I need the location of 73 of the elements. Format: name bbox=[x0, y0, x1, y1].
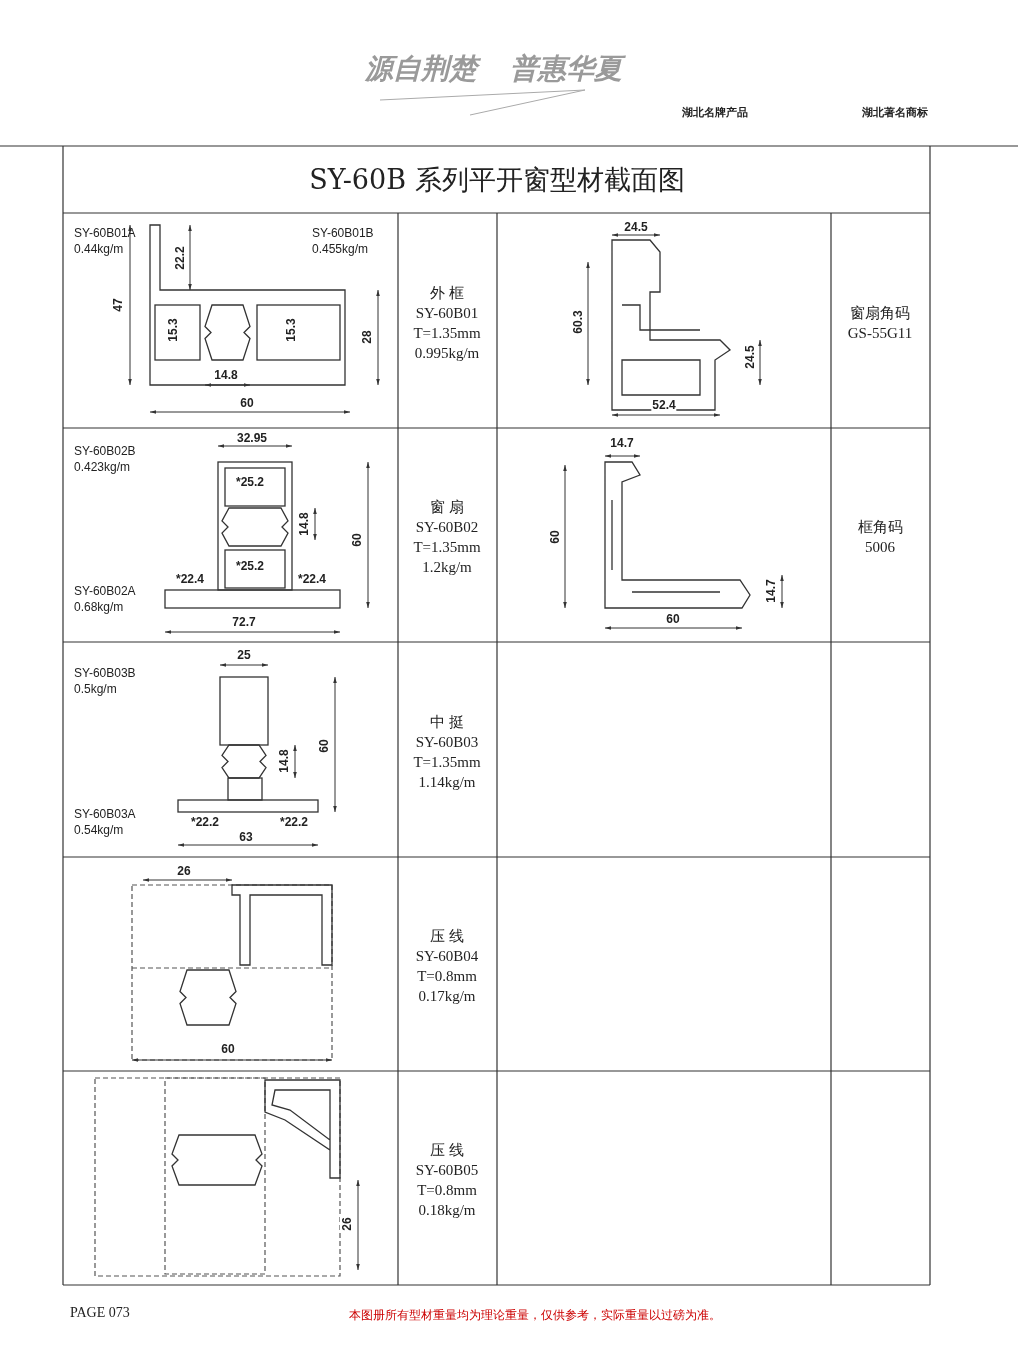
model-number: SY-60B05 bbox=[415, 1162, 479, 1179]
dimension-value: 24.5 bbox=[743, 344, 757, 370]
award-caption: 湖北名牌产品 bbox=[682, 105, 748, 120]
dimension-value: 63 bbox=[238, 830, 254, 844]
weight-per-meter: 0.455kg/m bbox=[312, 242, 369, 256]
dimension-value: 32.95 bbox=[236, 431, 268, 445]
dimension-value: *22.4 bbox=[175, 572, 205, 586]
model-number: SY-60B02A bbox=[74, 584, 136, 598]
dimension-value: *25.2 bbox=[235, 559, 265, 573]
model-number: SY-60B03B bbox=[74, 666, 136, 680]
dimension-value: 22.2 bbox=[173, 245, 187, 271]
dimension-value: 60 bbox=[317, 738, 331, 754]
dimension-value: 60 bbox=[220, 1042, 236, 1056]
dimension-value: 52.4 bbox=[651, 398, 677, 412]
wall-thickness: T=0.8mm bbox=[417, 968, 477, 985]
weight-per-meter: 0.54kg/m bbox=[74, 823, 124, 837]
weight-per-meter: 0.995kg/m bbox=[414, 345, 480, 362]
wall-thickness: T=1.35mm bbox=[413, 754, 481, 771]
dimension-value: 60 bbox=[548, 529, 562, 545]
wall-thickness: T=1.35mm bbox=[413, 539, 481, 556]
weight-per-meter: 0.5kg/m bbox=[74, 682, 117, 696]
part-name: 窗扇角码 bbox=[850, 304, 910, 323]
model-number: SY-60B03 bbox=[415, 734, 479, 751]
dimension-value: *22.4 bbox=[297, 572, 327, 586]
page-number: PAGE 073 bbox=[70, 1305, 130, 1321]
model-number: SY-60B01B bbox=[312, 226, 374, 240]
dimension-value: 26 bbox=[340, 1216, 354, 1232]
model-number: SY-60B04 bbox=[415, 948, 479, 965]
footnote: 本图册所有型材重量均为理论重量，仅供参考，实际重量以过磅为准。 bbox=[349, 1307, 721, 1324]
model-number: SY-60B02B bbox=[74, 444, 136, 458]
dimension-value: 14.8 bbox=[277, 748, 291, 774]
weight-per-meter: 0.17kg/m bbox=[418, 988, 476, 1005]
weight-per-meter: 1.2kg/m bbox=[422, 559, 472, 576]
wall-thickness: T=0.8mm bbox=[417, 1182, 477, 1199]
model-number: SY-60B02 bbox=[415, 519, 479, 536]
dimension-value: *22.2 bbox=[190, 815, 220, 829]
dimension-value: 15.3 bbox=[166, 317, 180, 343]
dimension-value: *22.2 bbox=[279, 815, 309, 829]
weight-per-meter: 1.14kg/m bbox=[418, 774, 476, 791]
dimension-value: 26 bbox=[176, 864, 192, 878]
dimension-value: 14.8 bbox=[213, 368, 239, 382]
dimension-value: 60 bbox=[239, 396, 255, 410]
dimension-value: 47 bbox=[111, 297, 125, 313]
dimension-value: 14.8 bbox=[297, 511, 311, 537]
dimension-value: 60.3 bbox=[571, 309, 585, 335]
model-number: SY-60B03A bbox=[74, 807, 136, 821]
dimension-value: 14.7 bbox=[609, 436, 635, 450]
dimension-value: 60 bbox=[665, 612, 681, 626]
part-code: 5006 bbox=[865, 539, 895, 556]
weight-per-meter: 0.68kg/m bbox=[74, 600, 124, 614]
dimension-value: 28 bbox=[360, 329, 374, 345]
dimension-value: 60 bbox=[350, 532, 364, 548]
dimension-value: 15.3 bbox=[284, 317, 298, 343]
weight-per-meter: 0.44kg/m bbox=[74, 242, 124, 256]
dimension-value: 25 bbox=[236, 648, 252, 662]
dimension-value: 14.7 bbox=[764, 578, 778, 604]
profile-name: 中 挺 bbox=[430, 713, 464, 732]
profile-name: 压 线 bbox=[430, 927, 464, 946]
weight-per-meter: 0.18kg/m bbox=[418, 1202, 476, 1219]
dimension-value: 24.5 bbox=[623, 220, 649, 234]
profile-name: 压 线 bbox=[430, 1141, 464, 1160]
profile-name: 窗 扇 bbox=[430, 498, 464, 517]
part-code: GS-55G11 bbox=[847, 325, 913, 342]
model-number: SY-60B01A bbox=[74, 226, 136, 240]
profile-name: 外 框 bbox=[430, 284, 464, 303]
dimension-value: *25.2 bbox=[235, 475, 265, 489]
award-caption: 湖北著名商标 bbox=[862, 105, 928, 120]
dimension-value: 72.7 bbox=[231, 615, 257, 629]
model-number: SY-60B01 bbox=[415, 305, 479, 322]
wall-thickness: T=1.35mm bbox=[413, 325, 481, 342]
part-name: 框角码 bbox=[857, 518, 903, 537]
page-title: SY-60B 系列平开窗型材截面图 bbox=[309, 166, 685, 193]
weight-per-meter: 0.423kg/m bbox=[74, 460, 131, 474]
